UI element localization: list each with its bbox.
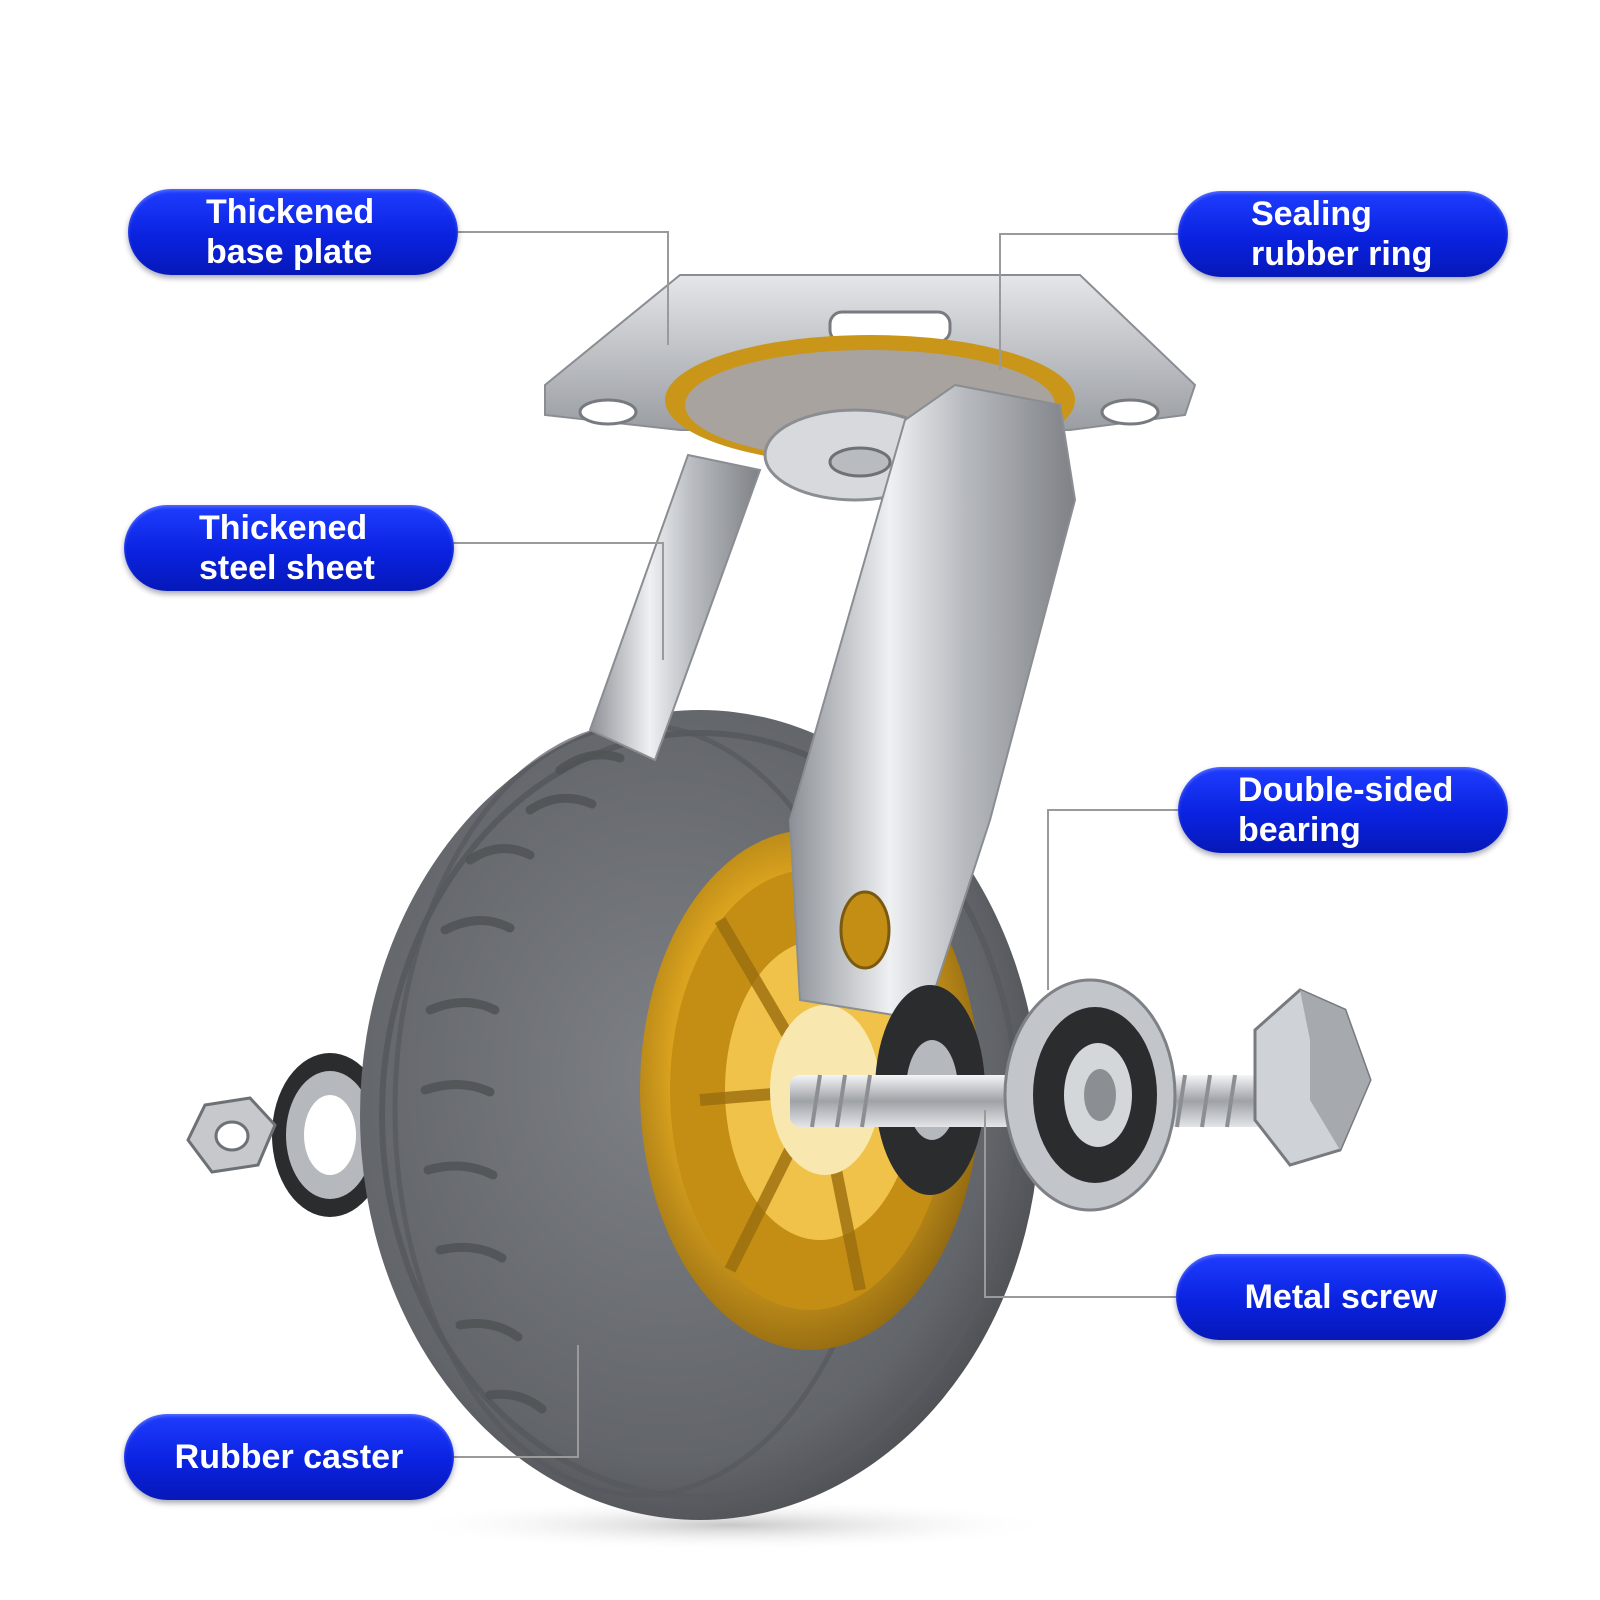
leader-sealing-ring xyxy=(999,233,1178,370)
right-bearing xyxy=(1003,978,1177,1212)
label-sealing-rubber-ring: Sealing rubber ring xyxy=(1178,191,1508,277)
label-line: rubber ring xyxy=(1251,235,1433,273)
label-line: Double-sided xyxy=(1238,771,1454,809)
leader-steel-sheet xyxy=(451,542,664,660)
label-metal-screw: Metal screw xyxy=(1176,1254,1506,1340)
label-double-sided-bearing: Double-sided bearing xyxy=(1178,767,1508,853)
label-line: steel sheet xyxy=(199,549,375,587)
label-line: Sealing xyxy=(1251,195,1372,233)
floor-shadow xyxy=(400,1499,1060,1551)
label-thickened-steel-sheet: Thickened steel sheet xyxy=(124,505,454,591)
leader-lines xyxy=(451,231,1178,1458)
fork-back-leg xyxy=(588,453,762,762)
left-bearing-nut xyxy=(186,1053,388,1217)
label-line: bearing xyxy=(1238,811,1361,849)
label-rubber-caster: Rubber caster xyxy=(124,1414,454,1500)
label-line: Thickened xyxy=(206,193,375,231)
axle-hole xyxy=(839,890,891,970)
label-thickened-base-plate: Thickened base plate xyxy=(128,189,458,275)
label-line: Thickened xyxy=(199,509,368,547)
label-line: Rubber caster xyxy=(174,1438,404,1476)
leader-screw xyxy=(984,1110,1176,1298)
label-line: Metal screw xyxy=(1244,1278,1438,1316)
leader-base-plate xyxy=(455,231,669,345)
leader-caster xyxy=(451,1345,579,1458)
label-line: base plate xyxy=(206,233,373,271)
leader-bearing xyxy=(1047,809,1178,990)
